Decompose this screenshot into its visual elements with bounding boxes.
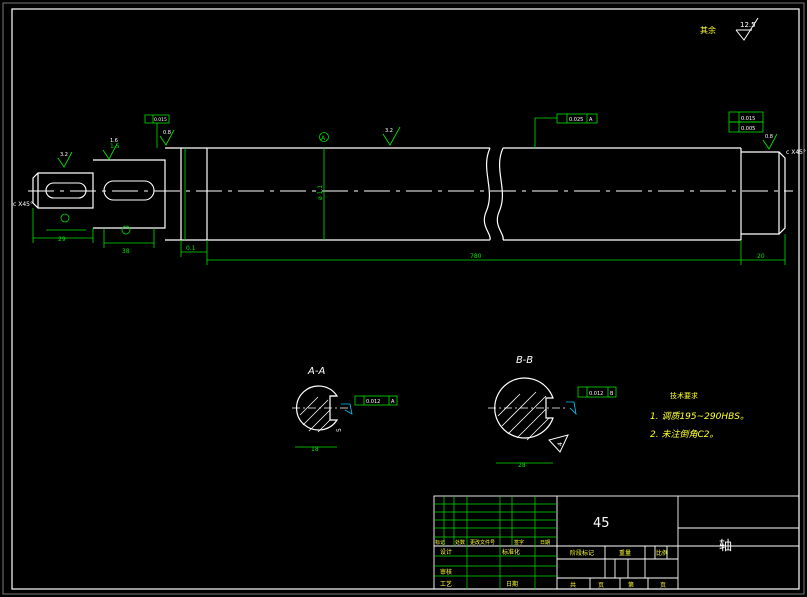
sheet-unit: 页 [598, 582, 604, 589]
section-bb-width-dim: 28 [518, 462, 526, 469]
title-material: 45 [593, 516, 610, 531]
row-check: 审核 [440, 568, 452, 576]
roughness-collar-value: 0.8 [163, 130, 171, 136]
middle-keyway [103, 180, 155, 201]
rev-header-sign: 签字 [514, 539, 524, 546]
roughness-note-label: 其余 [700, 25, 716, 35]
tech-requirement-2: 2. 未注倒角C2。 [650, 429, 718, 440]
rev-header-mark: 标记 [435, 539, 445, 546]
row-process: 工艺 [440, 580, 452, 588]
title-part-name: 轴 [719, 539, 732, 554]
tolerance-frame-top-middle: 0.025 A [534, 113, 598, 148]
tolerance-frame-top-left: 0.015 [144, 114, 170, 148]
row-design: 设计 [440, 548, 452, 556]
roughness-mid-value: 1.6 [110, 138, 118, 144]
section-bb-depth-dim: 4 [557, 442, 564, 446]
right-chamfer-dim: c X45° [786, 149, 806, 156]
tol-top-left-value: 0.015 [154, 117, 167, 123]
main-diameter-dim: ø 1.1 [317, 185, 324, 200]
tol-right-upper-value: 0.015 [741, 116, 755, 122]
roughness-right-value: 0.8 [765, 134, 773, 140]
tol-top-middle-datum: A [589, 117, 593, 123]
top-datum-label: A [321, 135, 326, 142]
rev-header-date: 日期 [540, 540, 550, 546]
section-aa-depth-dim: 5 [336, 428, 343, 432]
left-keyway [45, 182, 87, 199]
roughness-note: 其余 12.5 [700, 17, 759, 41]
left-step-dim: 1.5 [110, 143, 120, 150]
row-standard: 标准化 [502, 548, 520, 556]
section-aa-tol-value: 0.012 [366, 399, 380, 405]
tech-requirements: 技术要求 1. 调质195~290HBS。 2. 未注倒角C2。 [650, 391, 749, 440]
inner-frame [11, 8, 800, 590]
sheet-total: 共 [570, 581, 576, 589]
stage-mark: 阶段标记 [570, 549, 594, 557]
sheet-unit-2: 页 [660, 582, 666, 589]
roughness-right-icon [762, 133, 778, 150]
tech-requirement-1: 1. 调质195~290HBS。 [650, 411, 749, 422]
dimensions [32, 132, 786, 265]
scale-label: 比例 [656, 549, 668, 557]
collar-gap-dim: 0.1 [186, 245, 196, 252]
keyways [45, 180, 155, 201]
left-chamfer-dim: c X45° [13, 201, 33, 208]
section-bb-tol-value: 0.012 [589, 391, 603, 397]
roughness-collar-icon [159, 129, 175, 146]
roughness-mid-icon [102, 143, 118, 160]
roughness-symbol-icon [735, 17, 759, 41]
tol-right-lower-value: 0.005 [741, 126, 755, 132]
roughness-main-icon [382, 126, 401, 146]
roughness-symbols [57, 126, 778, 168]
roughness-note-value: 12.5 [740, 21, 756, 29]
section-bb-tol-datum: B [610, 391, 614, 397]
section-aa: A-A 18 5 0.012 A [292, 366, 398, 453]
rev-header-file: 更改文件号 [470, 539, 495, 546]
section-bb: B-B 28 4 0.012 B [488, 355, 617, 469]
tech-requirements-title: 技术要求 [670, 391, 698, 400]
section-aa-tol-datum: A [391, 399, 395, 405]
row-date: 日期 [506, 580, 518, 588]
shaft-outline [32, 147, 786, 241]
left-key-length-dim: 29 [58, 236, 66, 243]
tolerance-frame-right: 0.015 0.005 [728, 111, 764, 133]
section-bb-title: B-B [516, 355, 533, 366]
roughness-left-icon [57, 151, 73, 168]
roughness-main-value: 3.2 [385, 128, 393, 134]
sheet-no: 第 [628, 581, 634, 589]
title-block: 45 轴 标记 处数 更改文件号 签字 日期 设计 标准化 审核 工艺 日期 阶… [433, 495, 800, 590]
section-aa-title: A-A [307, 366, 325, 377]
section-aa-width-dim: 18 [311, 446, 319, 453]
weight-label: 重量 [619, 549, 631, 557]
tol-top-middle-value: 0.025 [569, 117, 583, 123]
overall-length-dim: 780 [470, 253, 482, 260]
roughness-left-value: 3.2 [60, 152, 68, 158]
right-step-dim: 20 [757, 253, 765, 260]
rev-header-count: 处数 [455, 539, 465, 546]
mid-key-length-dim: 38 [122, 248, 130, 255]
